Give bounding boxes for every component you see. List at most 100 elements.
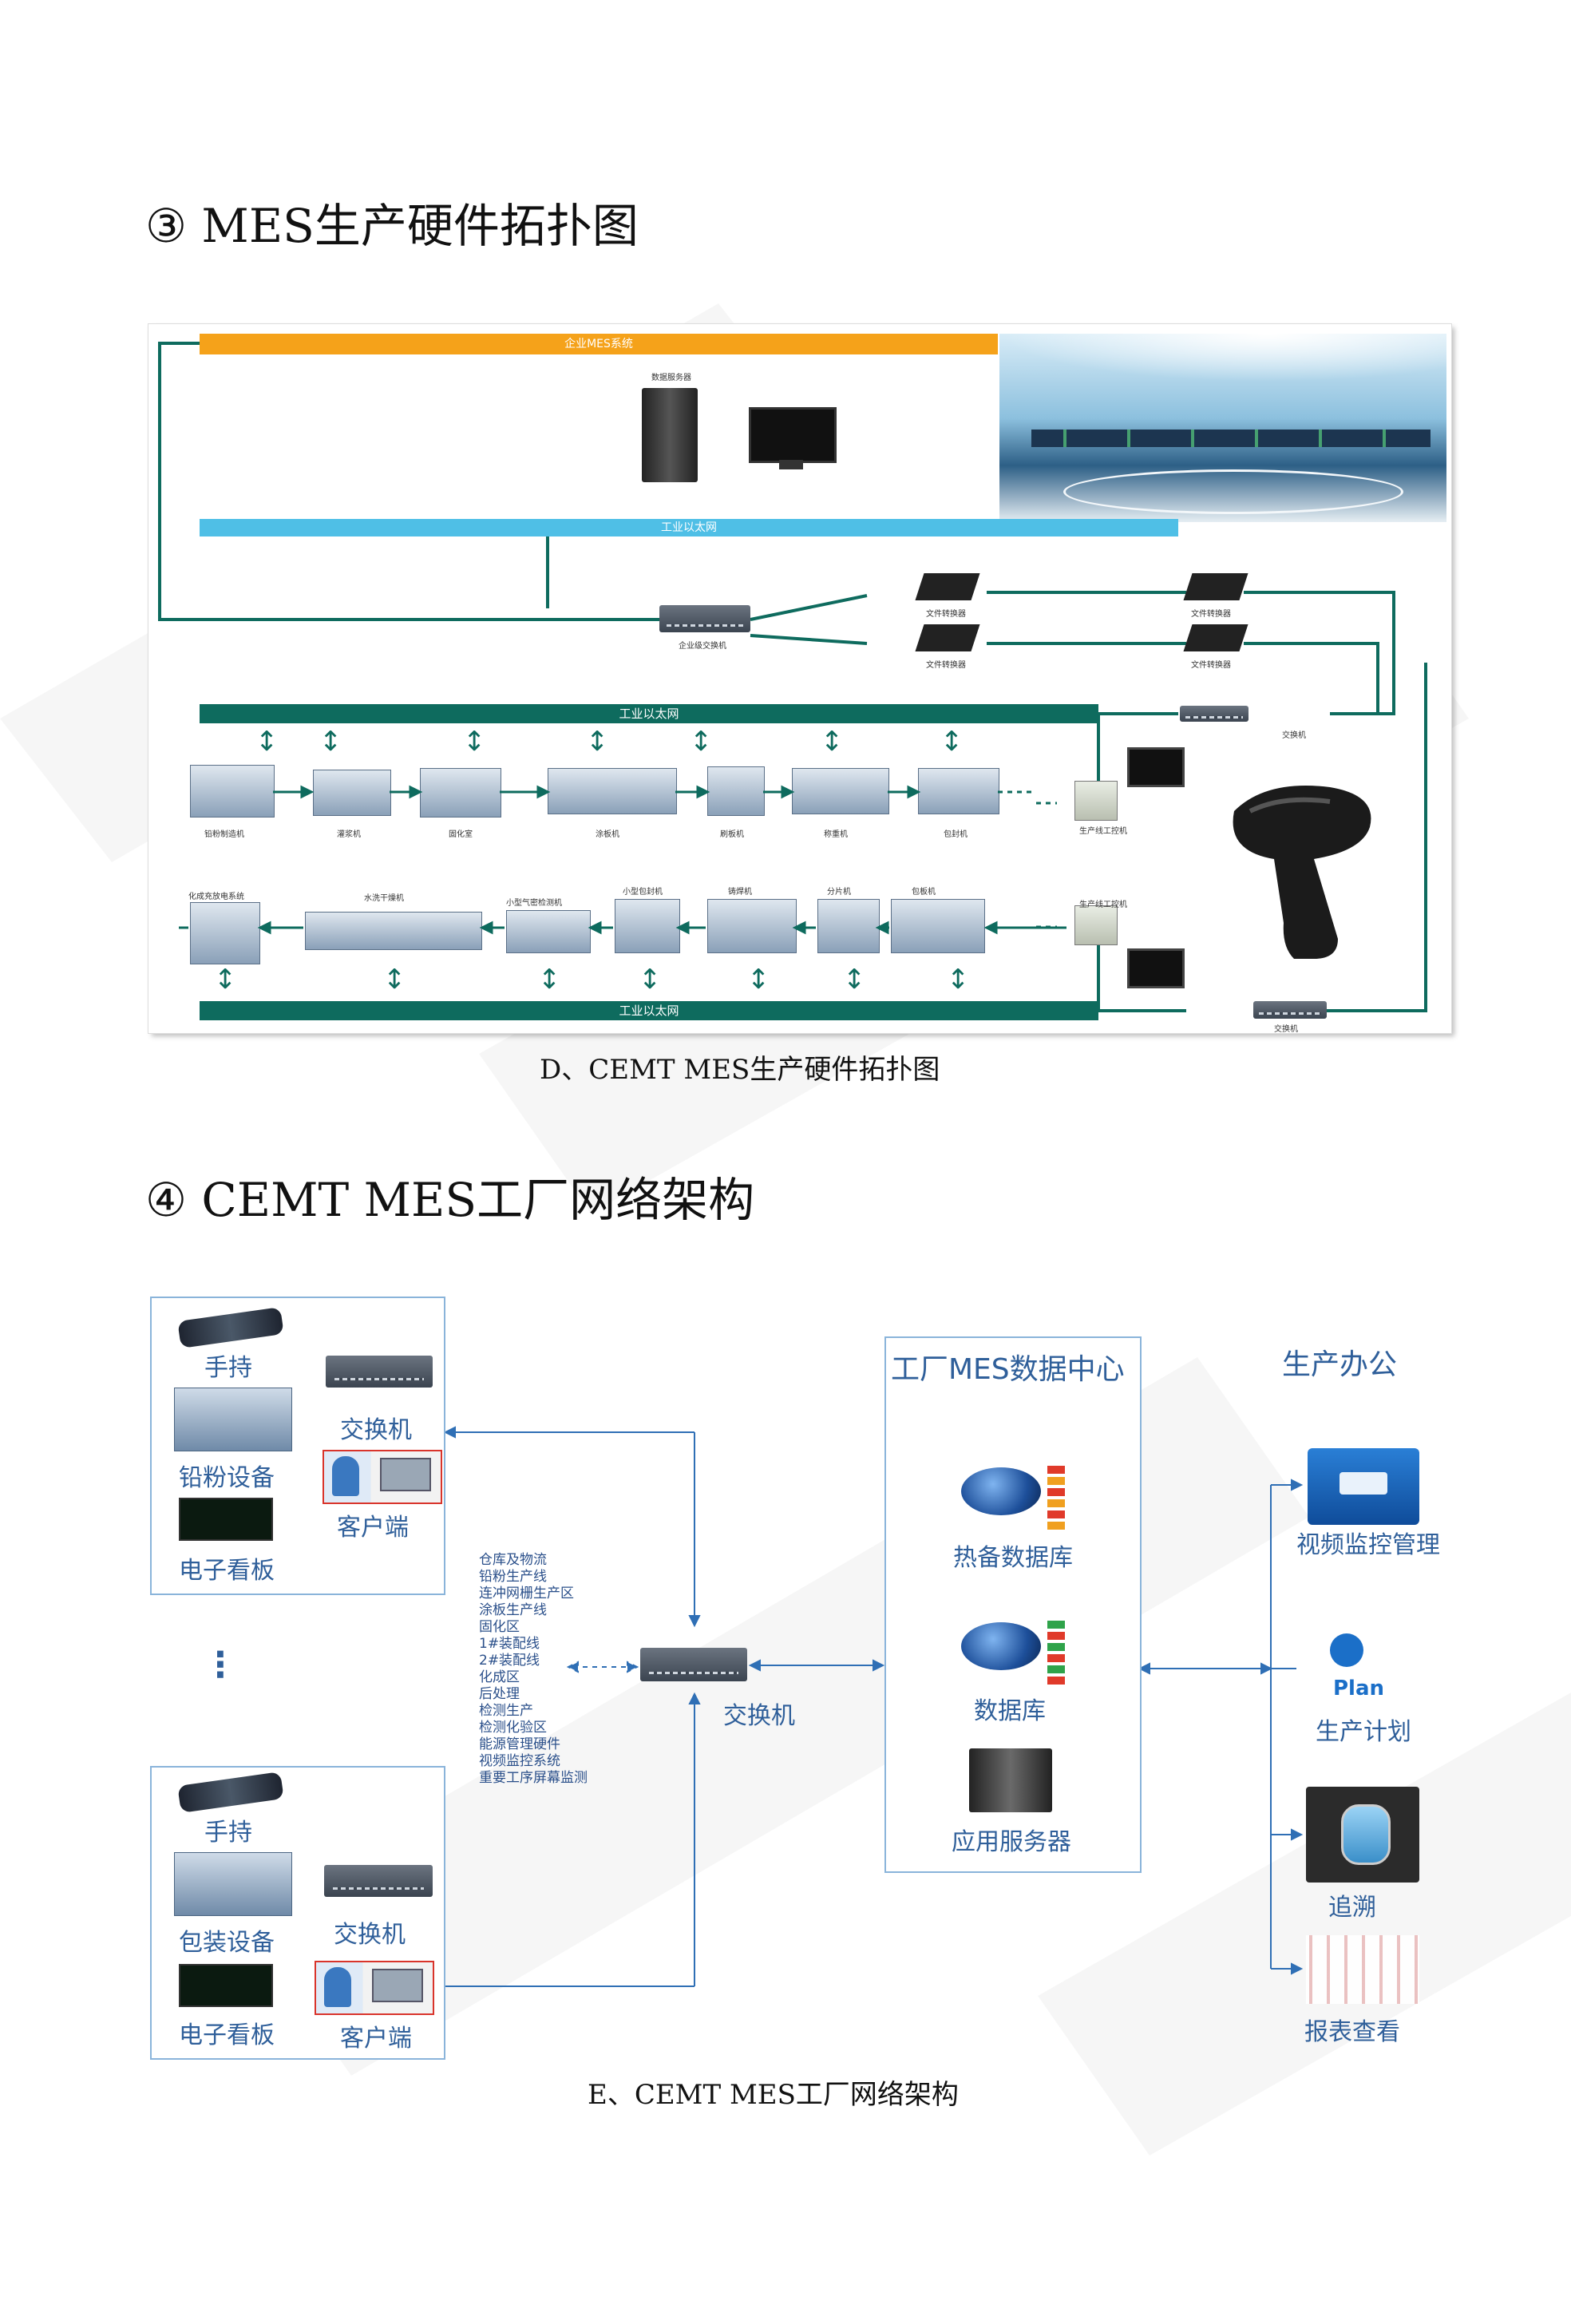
report-charts-icon — [1306, 1935, 1419, 2004]
ethernet-bar-upper: 工业以太网 — [200, 519, 1178, 536]
area-item: 视频监控系统 — [479, 1753, 560, 1769]
ethernet-bar-middle: 工业以太网 — [200, 704, 1098, 723]
area-item: 化成区 — [479, 1669, 520, 1685]
control-room-photo — [999, 334, 1446, 522]
switch-icon — [1180, 706, 1248, 722]
handheld-device-icon — [177, 1307, 284, 1348]
core-switch-label: 企业级交换机 — [679, 642, 726, 651]
office-title: 生产办公 — [1282, 1348, 1398, 1381]
central-switch-icon — [640, 1648, 747, 1681]
board-label: 电子看板 — [179, 2021, 275, 2049]
area-item: 能源管理硬件 — [479, 1736, 560, 1752]
machine-label: 铸焊机 — [728, 888, 752, 897]
report-label: 报表查看 — [1304, 2018, 1400, 2046]
machine-label: 固化室 — [449, 830, 473, 839]
area-item: 固化区 — [479, 1619, 520, 1635]
hot-standby-db-icon — [961, 1467, 1041, 1515]
trace-label: 追溯 — [1328, 1894, 1376, 1922]
machine-label: 包板机 — [912, 888, 936, 897]
machine-image — [313, 770, 391, 816]
handheld-label: 手持 — [204, 1819, 252, 1847]
file-converter-label: 文件转换器 — [926, 610, 966, 619]
production-area-list: 仓库及物流 铅粉生产线 连冲网栅生产区 涂板生产线 固化区 1#装配线 2#装配… — [479, 1552, 663, 1787]
machine-image — [420, 768, 501, 818]
equipment-label: 包装设备 — [179, 1929, 275, 1957]
client-computer-icon — [315, 1961, 434, 2015]
machine-label: 小型气密检测机 — [506, 899, 562, 908]
machine-label: 包封机 — [944, 830, 968, 839]
machine-image — [548, 768, 677, 814]
link-arrow: ↕ — [747, 964, 770, 996]
link-arrow: ↕ — [639, 964, 662, 996]
app-server-icon — [969, 1748, 1052, 1812]
area-item: 铅粉生产线 — [479, 1569, 547, 1585]
workstation-label: 生产线工控机 — [1079, 827, 1127, 836]
plan-logo-icon — [1330, 1633, 1363, 1667]
database-label: 数据库 — [974, 1697, 1046, 1725]
equipment-image — [174, 1388, 292, 1451]
mes-hardware-topology-figure: 企业MES系统 数据服务器 工业以太网 企业级交换机 文件转换器 文件转换器 文… — [148, 324, 1451, 1034]
equipment-image — [174, 1852, 292, 1916]
handheld-label: 手持 — [204, 1354, 252, 1382]
link-arrow: ↕ — [843, 964, 866, 996]
led-board-icon — [179, 1964, 273, 2007]
machine-image — [707, 899, 797, 953]
machine-label: 灌浆机 — [337, 830, 361, 839]
link-arrow: ↕ — [947, 964, 970, 996]
link-arrow: ↕ — [319, 726, 342, 758]
hot-standby-db-label: 热备数据库 — [953, 1544, 1073, 1572]
machine-image — [506, 910, 591, 953]
switch-label: 交换机 — [334, 1921, 406, 1949]
switch-icon — [324, 1865, 433, 1897]
machine-label: 分片机 — [827, 888, 851, 897]
link-arrow: ↕ — [214, 964, 237, 996]
workstation-pc-icon — [1074, 781, 1118, 821]
mes-datacenter-panel: 工厂MES数据中心 热备数据库 数据库 应用服务器 — [884, 1336, 1142, 1873]
machine-image — [792, 768, 889, 814]
link-arrow: ↕ — [940, 726, 964, 758]
machine-image — [817, 899, 880, 953]
flow-arrows-upper — [273, 785, 1035, 799]
switch-icon — [1253, 1001, 1327, 1019]
workstation-pc-icon — [1074, 905, 1118, 945]
barcode-scanner-icon — [1233, 786, 1371, 959]
workstation-monitor-icon — [1127, 948, 1185, 988]
area-item: 重要工序屏幕监测 — [479, 1770, 588, 1786]
board-label: 电子看板 — [179, 1557, 275, 1585]
machine-image — [918, 768, 999, 814]
production-plan-label: 生产计划 — [1316, 1718, 1411, 1746]
machine-label: 称重机 — [824, 830, 848, 839]
area-item: 1#装配线 — [479, 1636, 540, 1652]
flow-arrows — [179, 920, 1066, 935]
machine-label: 水洗干燥机 — [364, 894, 404, 903]
switch-label: 交换机 — [1274, 1025, 1298, 1034]
core-switch-icon — [659, 605, 750, 632]
app-server-label: 应用服务器 — [952, 1828, 1071, 1856]
video-surveillance-icon — [1308, 1448, 1419, 1525]
server-rack-icon — [642, 388, 698, 482]
machine-label: 小型包封机 — [623, 888, 663, 897]
section3-caption: D、CEMT MES生产硬件拓扑图 — [540, 1054, 940, 1086]
workshop-panel-top: 手持 铅粉设备 电子看板 交换机 客户端 — [150, 1297, 445, 1595]
switch-label: 交换机 — [340, 1416, 412, 1444]
handheld-device-icon — [177, 1772, 284, 1813]
client-label: 客户端 — [337, 1514, 409, 1542]
area-item: 2#装配线 — [479, 1653, 540, 1669]
machine-label: 化成充放电系统 — [188, 893, 244, 901]
link-arrow: ↕ — [383, 964, 406, 996]
machine-image — [305, 912, 482, 950]
link-arrow: ↕ — [255, 726, 279, 758]
machine-label: 刷板机 — [720, 830, 744, 839]
section3-heading: ③ MES生产硬件拓扑图 — [145, 199, 639, 253]
area-item: 连冲网栅生产区 — [479, 1586, 574, 1601]
link-arrow: ↕ — [821, 726, 844, 758]
client-label: 客户端 — [340, 2025, 412, 2053]
file-converter-label: 文件转换器 — [926, 661, 966, 670]
workshop-panel-bottom: 手持 包装设备 电子看板 交换机 客户端 — [150, 1766, 445, 2060]
machine-image — [615, 899, 680, 953]
client-computer-icon — [323, 1450, 442, 1504]
ethernet-bar-bottom: 工业以太网 — [200, 1001, 1098, 1020]
machine-label: 铅粉制造机 — [204, 830, 244, 839]
trace-icon — [1306, 1787, 1419, 1883]
enterprise-mes-bar: 企业MES系统 — [200, 334, 998, 354]
